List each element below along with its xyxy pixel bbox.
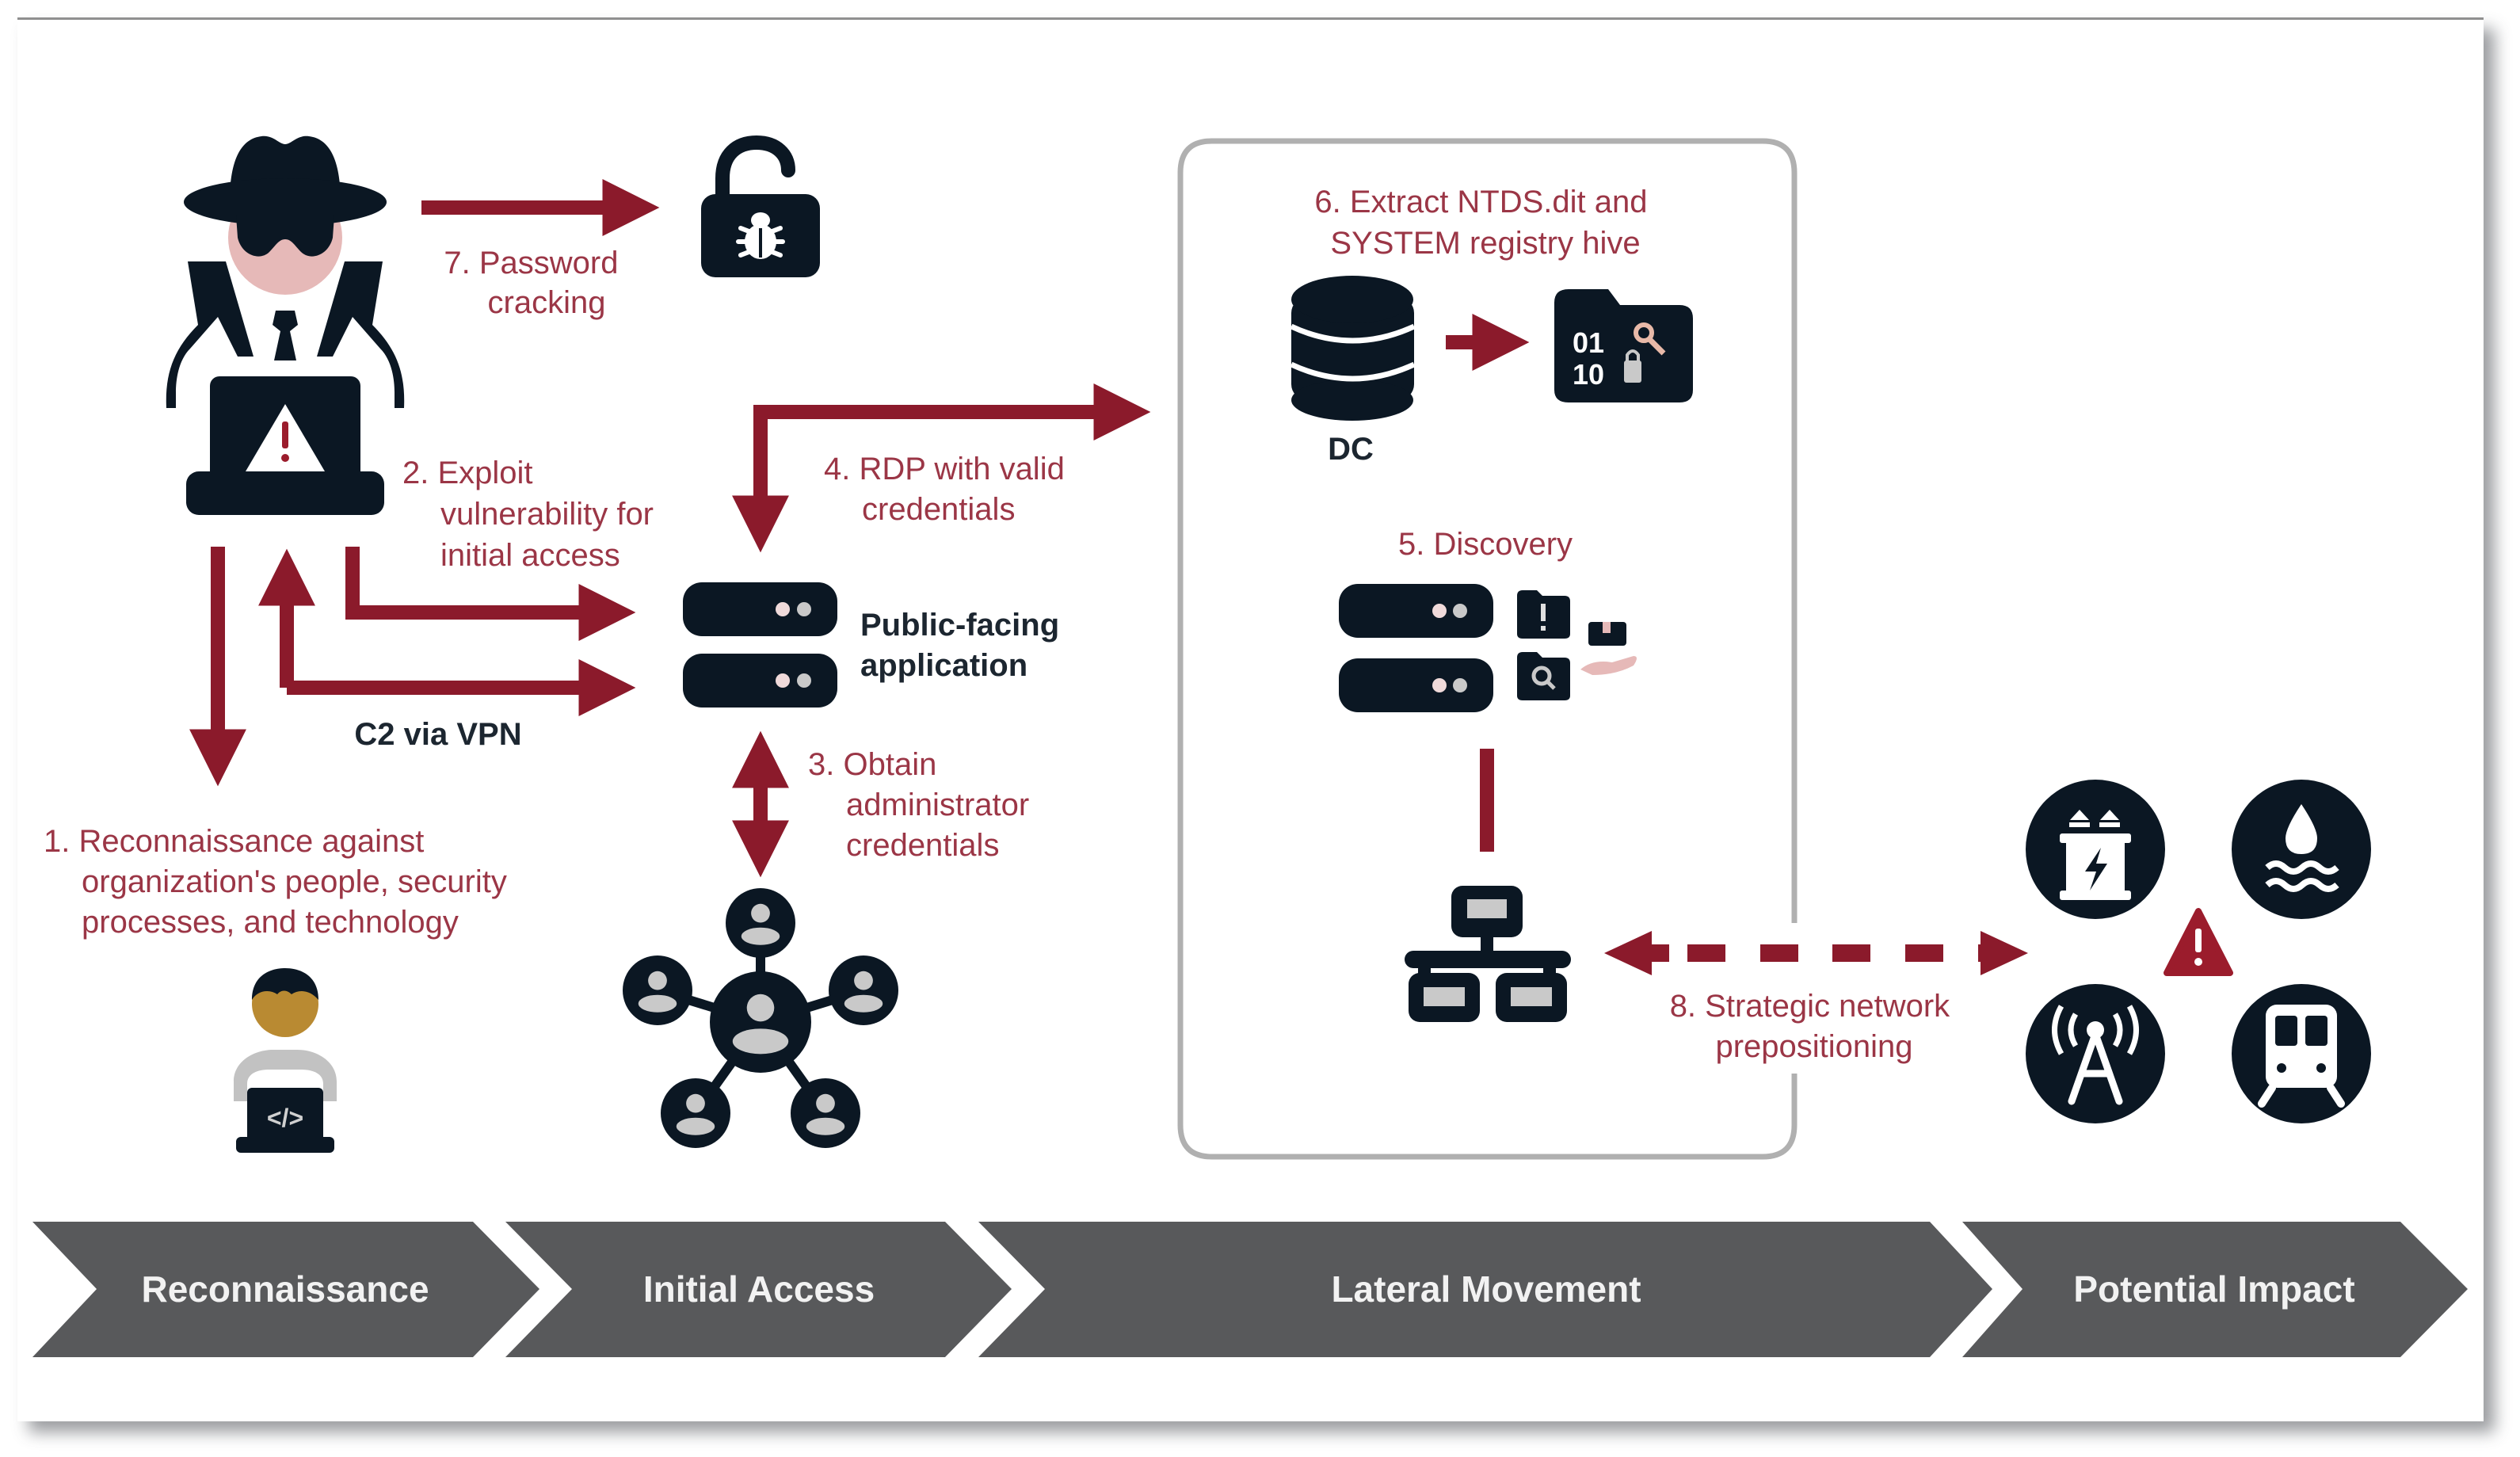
svg-text:01: 01 xyxy=(1573,326,1604,359)
phase-bar: Reconnaissance Initial Access Lateral Mo… xyxy=(32,1222,2468,1357)
person-node-bottom-right xyxy=(791,1078,860,1148)
svg-text:10: 10 xyxy=(1573,358,1604,391)
search-folder-icon xyxy=(1517,652,1570,700)
step6-label: 6. Extract NTDS.dit and SYSTEM registry … xyxy=(1314,185,1656,261)
phase-label-lateral-movement: Lateral Movement xyxy=(1331,1268,1641,1310)
phase-label-initial-access: Initial Access xyxy=(643,1268,875,1310)
step3-label: 3. Obtain administrator credentials xyxy=(808,747,1038,863)
phase-chevron-lateral-movement xyxy=(978,1222,1992,1357)
phase-label-reconnaissance: Reconnaissance xyxy=(141,1268,429,1310)
person-node-right xyxy=(829,955,898,1025)
arrow-exploit xyxy=(345,547,636,641)
database-icon xyxy=(1290,276,1416,421)
step1-label: 1. Reconnaissance against organization's… xyxy=(44,824,516,940)
people-network-icon xyxy=(623,888,898,1148)
c2-via-vpn-label: C2 via VPN xyxy=(354,717,521,752)
person-node-bottom-left xyxy=(661,1078,730,1148)
network-topology-icon xyxy=(1405,886,1571,1022)
train-icon xyxy=(2232,984,2371,1123)
discovery-server-icon xyxy=(1339,584,1493,712)
phase-chevron-initial-access xyxy=(505,1222,1012,1357)
arrow-prepositioning xyxy=(1604,931,2028,975)
binary-locked-folder-icon: 01 10 xyxy=(1554,289,1693,402)
warning-triangle-icon xyxy=(2164,908,2233,976)
hand-package-icon xyxy=(1580,622,1637,675)
step7-label: 7. Password cracking xyxy=(444,246,627,320)
diagram-card xyxy=(17,17,2484,1421)
person-node-center xyxy=(710,971,811,1073)
water-icon xyxy=(2232,780,2371,919)
phase-chevron-reconnaissance xyxy=(32,1222,539,1357)
lateral-movement-box xyxy=(1177,138,1798,1160)
public-facing-app-label: Public-facing application xyxy=(860,608,1068,683)
dc-label: DC xyxy=(1328,432,1374,467)
power-plant-icon xyxy=(2026,780,2165,919)
step8-label: 8. Strategic network prepositioning xyxy=(1670,989,1959,1064)
step4-label: 4. RDP with valid credentials xyxy=(824,452,1073,527)
unlocked-padlock-bug-icon xyxy=(701,135,820,277)
step2-label: 2. Exploit vulnerability for initial acc… xyxy=(402,456,662,573)
phase-chevron-potential-impact xyxy=(1962,1222,2468,1357)
svg-text:</>: </> xyxy=(267,1104,303,1132)
public-facing-server-icon xyxy=(683,582,837,708)
telecom-tower-icon xyxy=(2026,984,2165,1123)
person-node-top xyxy=(726,888,795,958)
hacker-spy-icon xyxy=(166,135,405,515)
step5-label: 5. Discovery xyxy=(1398,527,1573,562)
alert-folder-icon xyxy=(1517,590,1570,639)
phase-label-potential-impact: Potential Impact xyxy=(2073,1268,2354,1310)
person-node-left xyxy=(623,955,692,1025)
developer-laptop-icon: </> xyxy=(234,968,337,1153)
